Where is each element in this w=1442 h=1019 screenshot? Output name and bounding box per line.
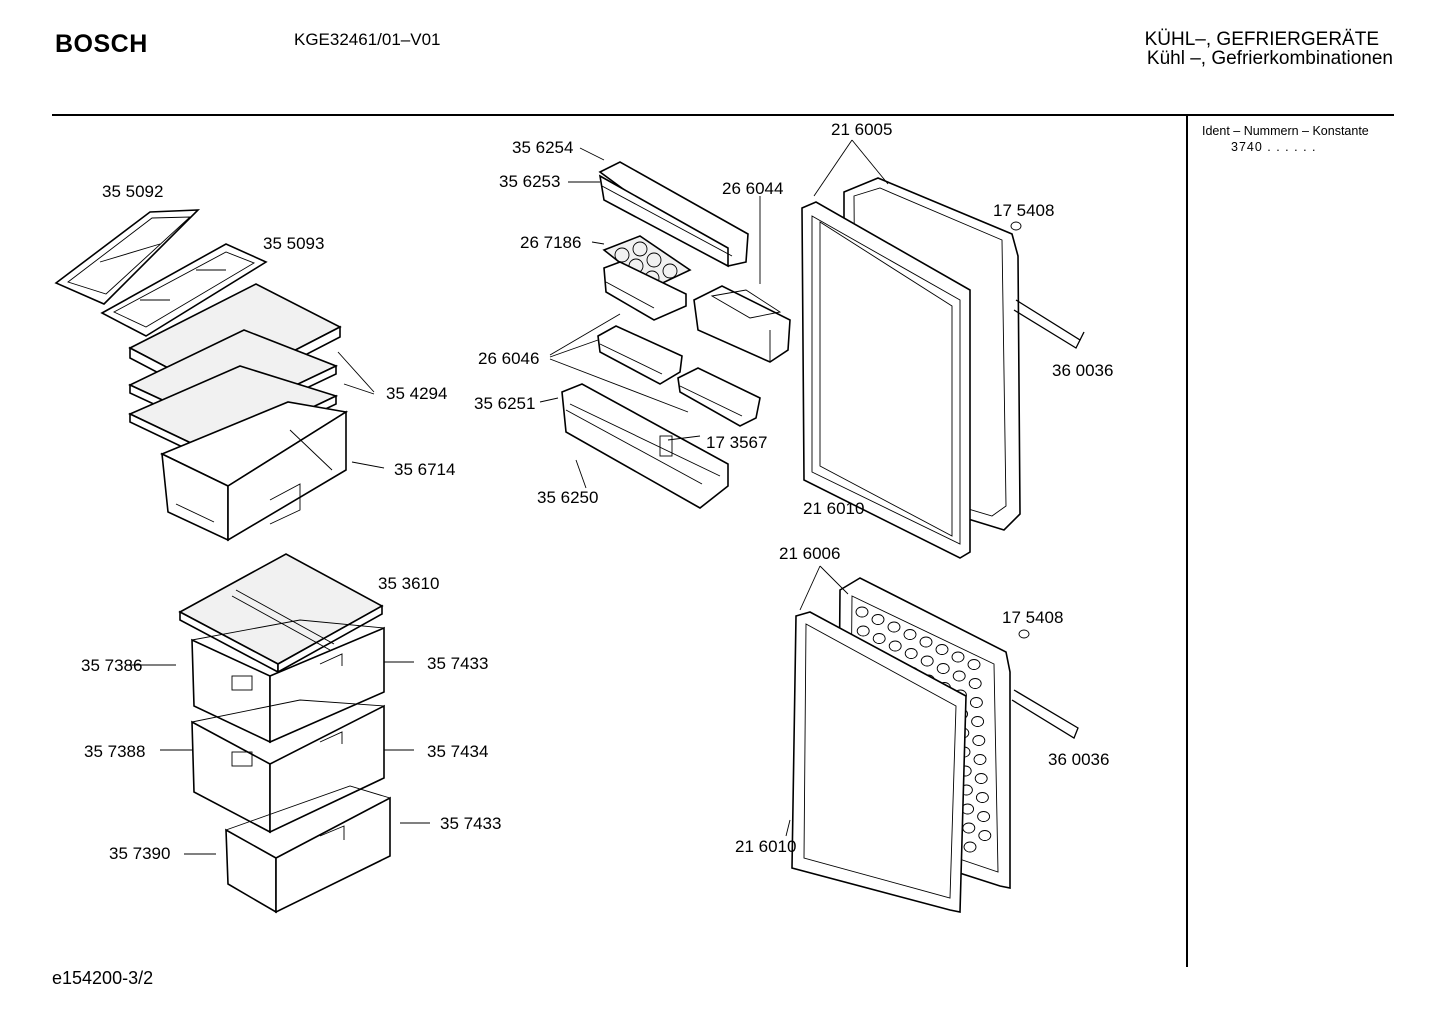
door-dimple — [904, 648, 918, 659]
shelf-cover-5092 — [54, 209, 201, 305]
door-handle-6036 — [1013, 299, 1085, 349]
door-dimple — [952, 670, 966, 682]
part-label: 35 6253 — [499, 172, 560, 191]
freezer-drawer-7434 — [191, 699, 385, 834]
freezer-handle-6036 — [1011, 689, 1079, 739]
part-label: 35 5093 — [263, 234, 324, 253]
header-divider — [52, 114, 1394, 116]
part-label: 35 6714 — [394, 460, 455, 479]
part-label: 17 5408 — [993, 201, 1054, 220]
part-label: 26 7186 — [520, 233, 581, 252]
part-label: 21 6005 — [831, 120, 892, 139]
leader-lines — [130, 139, 889, 855]
part-label: 35 3610 — [378, 574, 439, 593]
part-label: 36 0036 — [1052, 361, 1113, 380]
door-dimple — [872, 633, 886, 644]
part-label: 21 6010 — [803, 499, 864, 518]
door-dimple — [903, 629, 917, 640]
door-dimple — [855, 606, 869, 618]
door-dimple — [967, 659, 981, 670]
door-dimple — [978, 830, 992, 841]
door-dimple — [871, 614, 885, 625]
part-label: 35 7434 — [427, 742, 488, 761]
part-label: 35 7386 — [81, 656, 142, 675]
part-label: 35 6250 — [537, 488, 598, 507]
part-labels: 35 5092 35 5093 35 4294 35 6714 35 3610 … — [81, 120, 1113, 863]
part-label: 35 6251 — [474, 394, 535, 413]
part-label: 21 6006 — [779, 544, 840, 563]
part-label: 35 7390 — [109, 844, 170, 863]
part-label: 17 5408 — [1002, 608, 1063, 627]
door-bin-6046-right — [677, 367, 761, 427]
door-dimple — [974, 773, 988, 784]
model-number: KGE32461/01–V01 — [294, 30, 441, 49]
door-bin-6046-left — [597, 325, 683, 385]
bottle-bin-6250 — [561, 383, 729, 509]
part-label: 26 6046 — [478, 349, 539, 368]
brand-logo: BOSCH — [55, 30, 148, 58]
door-dimple — [972, 735, 986, 746]
door-dimple — [919, 636, 933, 648]
door-dimple — [969, 697, 983, 708]
part-label: 35 7433 — [427, 654, 488, 673]
ident-value: 3740 . . . . . . — [1231, 140, 1317, 154]
part-label: 35 4294 — [386, 384, 447, 403]
door-dimple — [935, 644, 949, 655]
freezer-gasket-6010 — [791, 611, 967, 913]
part-label: 36 0036 — [1048, 750, 1109, 769]
part-label: 35 7433 — [440, 814, 501, 833]
door-dimple — [963, 841, 977, 853]
drawing-id: e154200-3/2 — [52, 968, 154, 988]
door-bin-6254 — [598, 161, 749, 268]
door-dimple — [968, 678, 982, 689]
door-dimple — [971, 716, 985, 727]
freezer-drawer-7433 — [191, 619, 385, 744]
part-label: 17 3567 — [706, 433, 767, 452]
sidebar-divider — [1186, 116, 1188, 967]
freezer-lid-3610 — [178, 553, 384, 674]
ident-label: Ident – Nummern – Konstante — [1202, 124, 1369, 138]
part-label: 35 5092 — [102, 182, 163, 201]
door-dimple — [951, 651, 965, 663]
part-label: 21 6010 — [735, 837, 796, 856]
door-bin-6046-top — [603, 261, 687, 321]
part-label: 35 6254 — [512, 138, 573, 157]
door-dimple — [973, 754, 987, 765]
door-dimple — [887, 621, 901, 633]
freezer-drawer-7390 — [225, 785, 391, 914]
freezer-stop-5408 — [1018, 629, 1030, 639]
part-label: 35 7388 — [84, 742, 145, 761]
door-dimple — [856, 625, 870, 637]
door-gasket-6010 — [801, 201, 971, 559]
shelf-cover-5093 — [100, 243, 268, 337]
part-label: 26 6044 — [722, 179, 783, 198]
door-dimple — [977, 811, 991, 822]
door-dimple — [975, 792, 989, 803]
bottle-box-6044 — [693, 285, 791, 363]
category-title: KÜHL–, GEFRIERGERÄTE — [1144, 29, 1379, 50]
door-dimple — [888, 640, 902, 652]
category-subtitle: Kühl –, Gefrierkombinationen — [1146, 48, 1393, 69]
door-dimple — [936, 663, 950, 674]
crisper-drawer-6714 — [160, 401, 349, 542]
door-stop-5408 — [1010, 221, 1022, 231]
door-dimple — [920, 655, 934, 667]
